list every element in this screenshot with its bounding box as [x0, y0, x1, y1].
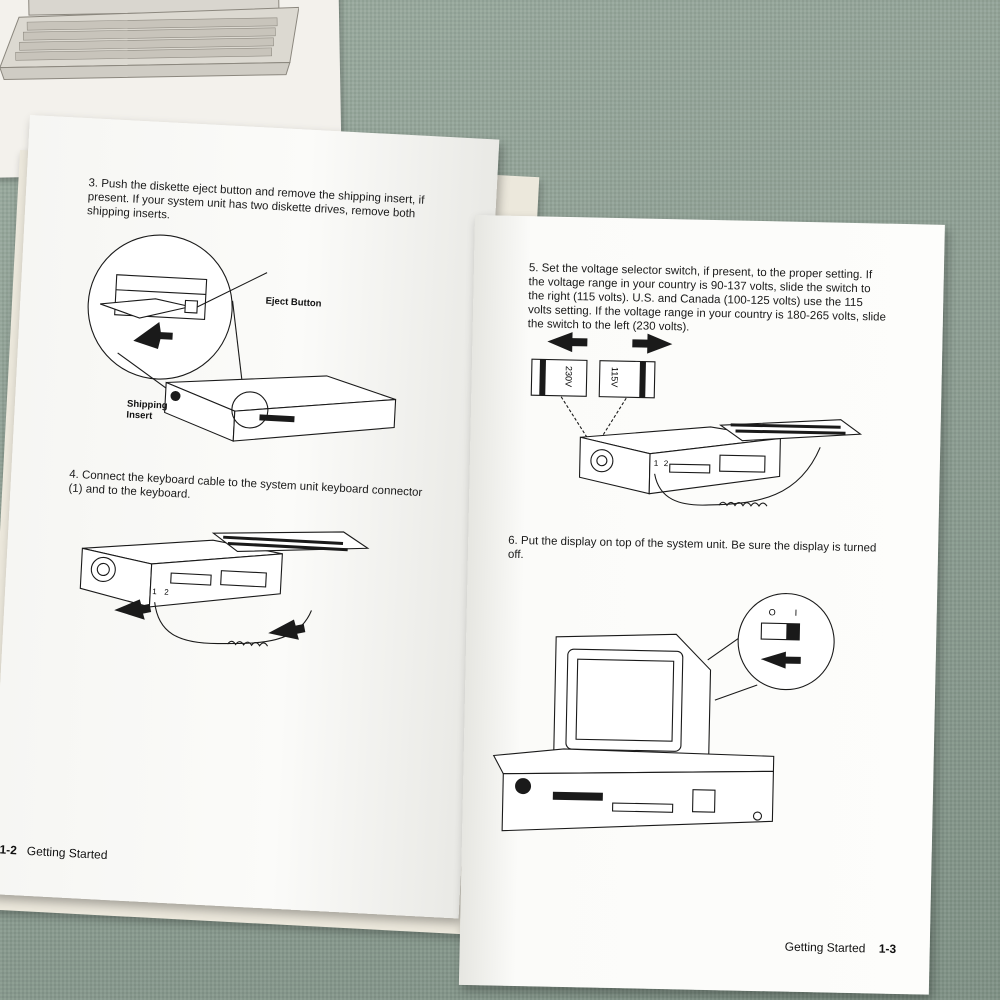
left-arrow-icon [547, 332, 588, 353]
arrow-icon [760, 651, 801, 669]
connector-label-2: 2 [164, 588, 169, 597]
step-5-number: 5. [528, 262, 539, 275]
connector-label-1: 1 [152, 587, 157, 596]
connector-label-1: 1 [654, 459, 659, 468]
arrow-icon [114, 599, 152, 620]
keyboard-illustration [0, 0, 300, 81]
shipping-insert-label: Shipping Insert [126, 398, 168, 422]
step-5: 5. Set the voltage selector switch, if p… [528, 261, 889, 339]
background-manual [0, 0, 342, 179]
step-4-text: Connect the keyboard cable to the system… [68, 469, 423, 501]
step-5-text: Set the voltage selector switch, if pres… [527, 262, 887, 334]
step-4: 4. Connect the keyboard cable to the sys… [68, 468, 429, 515]
left-footer: 1-2 Getting Started [0, 842, 108, 862]
power-on-label: I [795, 608, 798, 618]
voltage-switch-illustration: 230V 115V 1 2 [530, 332, 863, 508]
left-footer-title: Getting Started [26, 843, 108, 863]
right-page-number: 1-3 [878, 941, 897, 956]
eject-button-icon [184, 299, 199, 314]
power-off-label: O [769, 607, 776, 617]
arrow-icon [133, 322, 173, 350]
right-footer-title: Getting Started [784, 939, 866, 956]
left-page-number: 1-2 [0, 842, 18, 858]
system-unit [501, 770, 774, 832]
step-3-text: Push the diskette eject button and remov… [86, 177, 425, 222]
step-4-number: 4. [68, 468, 80, 482]
switch-230v-label: 230V [563, 366, 573, 387]
switch-115v [598, 360, 656, 399]
step-3: 3. Push the diskette eject button and re… [87, 176, 449, 237]
right-footer: Getting Started 1-3 [785, 940, 897, 956]
keyboard-connection-illustration: 1 2 [79, 531, 370, 647]
diskette-eject-illustration [87, 234, 397, 442]
connector-label-2: 2 [664, 459, 669, 468]
arrow-icon [268, 619, 306, 640]
step-3-number: 3. [88, 177, 99, 190]
step-6-text: Put the display on top of the system uni… [507, 535, 877, 562]
switch-115v-label: 115V [609, 367, 619, 388]
step-6-number: 6. [508, 534, 518, 547]
step-6: 6. Put the display on top of the system … [508, 534, 879, 570]
display-setup-illustration: O I [492, 593, 835, 832]
right-page: 5. Set the voltage selector switch, if p… [458, 215, 945, 995]
left-page: 3. Push the diskette eject button and re… [0, 115, 500, 919]
right-arrow-icon [632, 333, 673, 354]
